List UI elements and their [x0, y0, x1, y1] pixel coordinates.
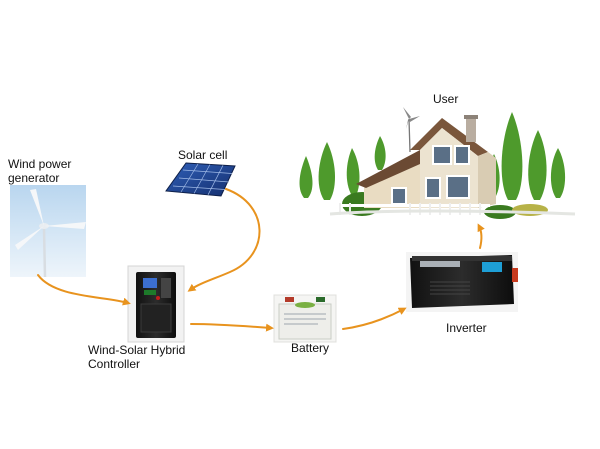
- arrow-inverter-to-user: [477, 223, 485, 249]
- arrow-solar-to-controller: [187, 188, 261, 292]
- arrow-wind-to-controller: [37, 274, 131, 306]
- controller-label: Wind-Solar Hybrid Controller: [88, 343, 185, 371]
- controller-label-line2: Controller: [88, 357, 141, 371]
- battery-image: [273, 294, 337, 343]
- solar-cell-label: Solar cell: [178, 148, 228, 162]
- inverter-label: Inverter: [446, 321, 487, 335]
- arrow-battery-to-inverter: [342, 307, 407, 330]
- wind-turbine-image: [10, 185, 86, 278]
- wind-generator-label-line1: Wind power: [8, 157, 72, 171]
- solar-panel-image: [165, 162, 236, 197]
- user-label: User: [433, 92, 459, 106]
- wind-generator-label-line2: generator: [8, 171, 60, 185]
- arrow-controller-to-battery: [190, 323, 274, 332]
- house-image: [299, 107, 576, 219]
- wind-generator-label: Wind power generator: [8, 157, 71, 185]
- battery-label: Battery: [291, 341, 330, 355]
- controller-image: [127, 265, 185, 343]
- controller-label-line1: Wind-Solar Hybrid: [88, 343, 186, 357]
- inverter-image: [406, 252, 518, 312]
